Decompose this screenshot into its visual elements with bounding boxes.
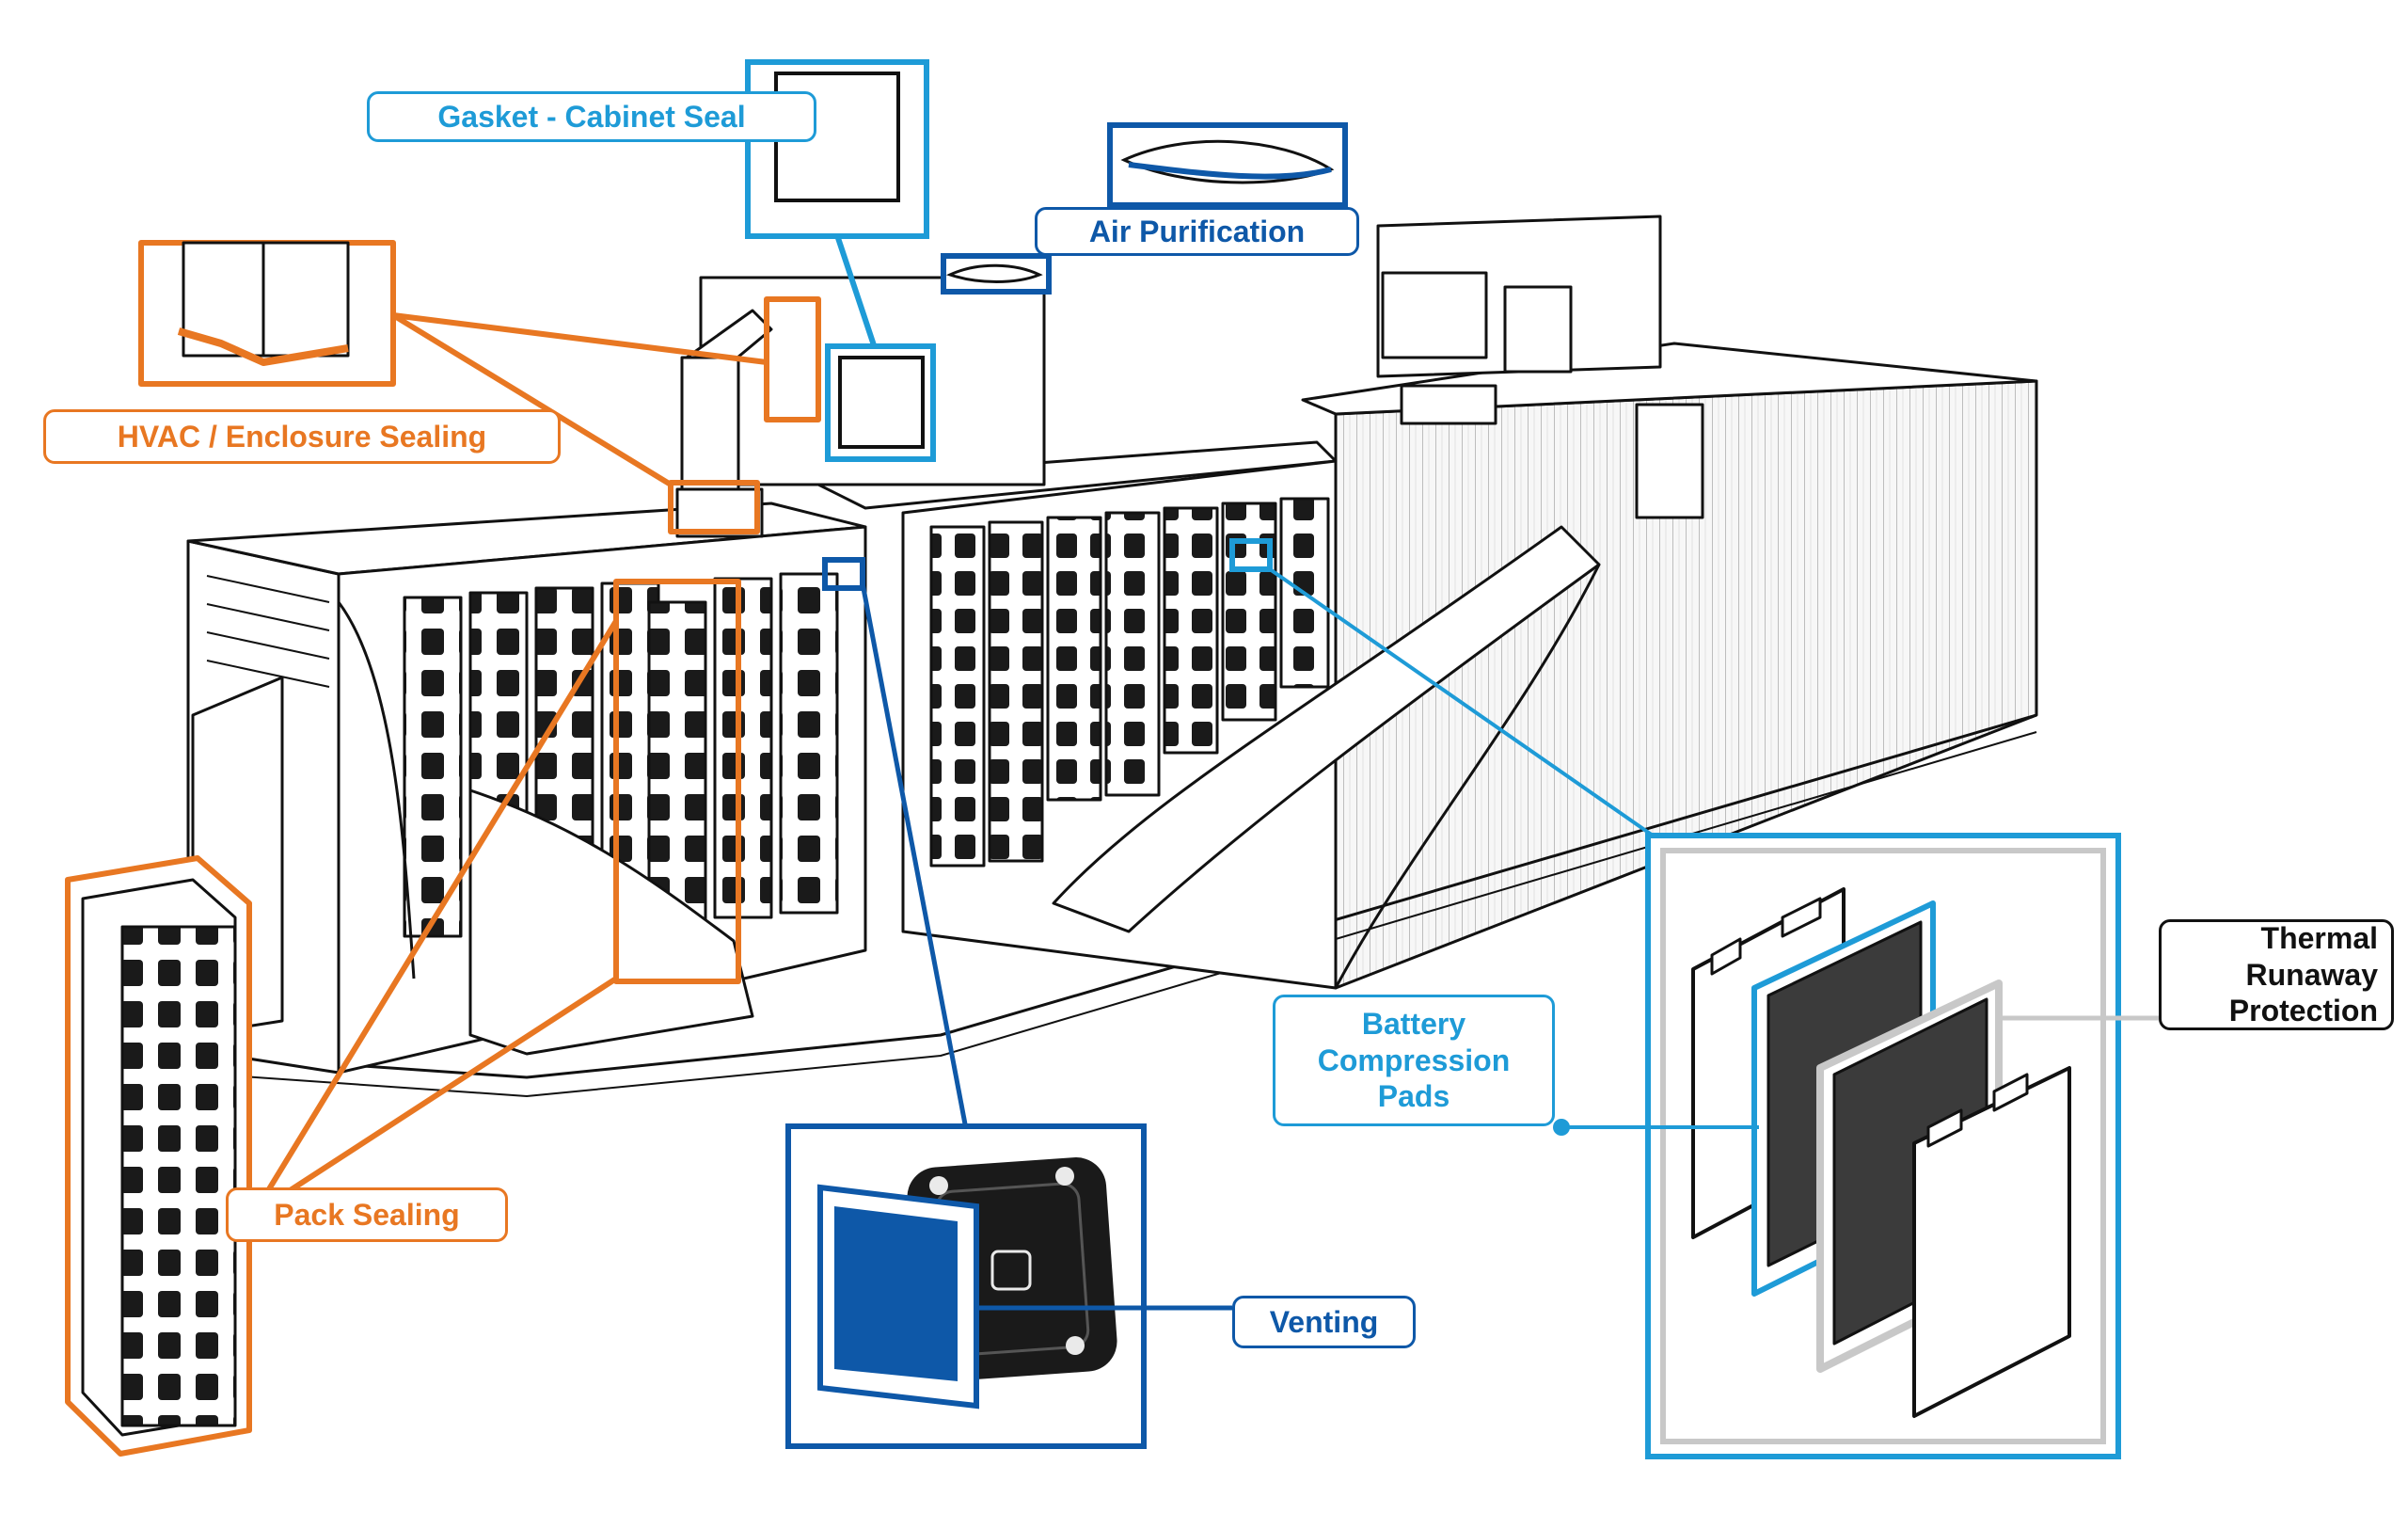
battery-compression-pads-line3: Pads xyxy=(1377,1079,1450,1114)
pad-target xyxy=(1229,538,1273,572)
pack-sealing-label: Pack Sealing xyxy=(226,1187,508,1242)
vent-illustration xyxy=(817,1157,1232,1410)
battery-compression-pads-line1: Battery xyxy=(1361,1007,1466,1042)
air-target xyxy=(941,253,1052,295)
gasket-target xyxy=(825,343,936,462)
thermal-runaway-line3: Protection xyxy=(2228,994,2378,1028)
orange-callouts xyxy=(65,240,821,1457)
hvac-enclosure-sealing-text: HVAC / Enclosure Sealing xyxy=(117,419,487,454)
battery-compression-pads-line2: Compression xyxy=(1317,1043,1511,1077)
air-duct xyxy=(1052,525,1601,933)
battery-cell-stack xyxy=(1691,887,2071,1418)
cutaway-curve-left xyxy=(468,788,754,1056)
gasket-cabinet-seal-label: Gasket - Cabinet Seal xyxy=(367,91,816,142)
hvac-enclosure-sealing-label: HVAC / Enclosure Sealing xyxy=(43,409,561,464)
thermal-runaway-line1: Thermal xyxy=(2260,921,2378,956)
venting-text: Venting xyxy=(1269,1304,1379,1339)
vent-target xyxy=(822,557,865,591)
battery-compression-pads-label: Battery Compression Pads xyxy=(1273,995,1555,1126)
pack-target xyxy=(613,579,741,984)
air-purification-text: Air Purification xyxy=(1088,214,1306,248)
thermal-runaway-line2: Runaway xyxy=(2245,957,2378,992)
battery-racks-middle xyxy=(929,497,1330,868)
hvac-target-lower xyxy=(668,480,760,534)
venting-label: Venting xyxy=(1232,1296,1416,1348)
air-purification-label: Air Purification xyxy=(1035,207,1359,256)
thermal-runaway-protection-label: Thermal Runaway Protection xyxy=(2159,919,2394,1030)
gasket-cabinet-seal-text: Gasket - Cabinet Seal xyxy=(437,99,746,134)
pack-sealing-text: Pack Sealing xyxy=(274,1197,460,1232)
